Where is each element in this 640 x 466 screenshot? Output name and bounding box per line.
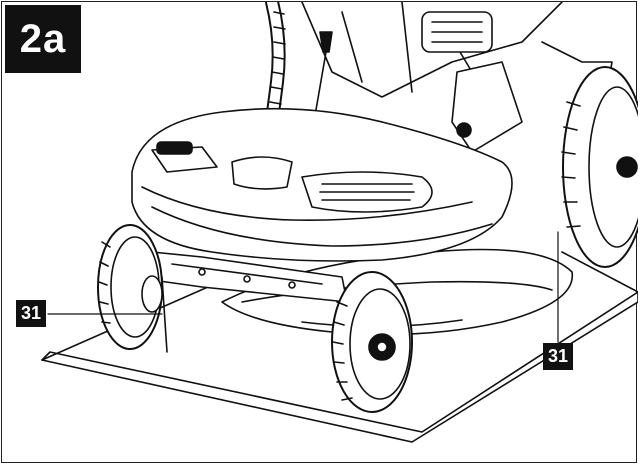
- callout-31-left: 31: [16, 300, 46, 327]
- mower-body: [131, 107, 513, 262]
- left-front-wheel: [97, 224, 163, 350]
- right-rear-wheel: [561, 66, 638, 268]
- callout-leaders: [47, 231, 559, 343]
- right-front-wheel: [331, 271, 413, 413]
- figure-label: 2a: [5, 5, 81, 73]
- callout-31-right: 31: [543, 343, 573, 370]
- frame-structure: [301, 2, 613, 153]
